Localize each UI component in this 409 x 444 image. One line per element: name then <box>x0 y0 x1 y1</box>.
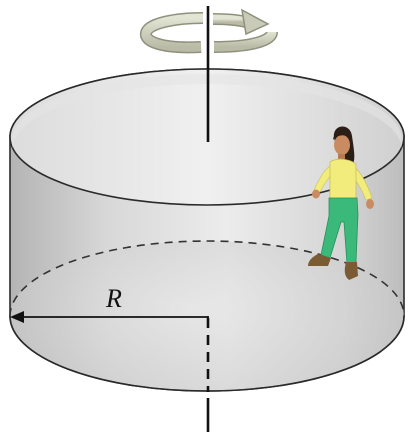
standing-person-icon <box>308 126 374 280</box>
floor-back-edge-dashed <box>9 240 405 317</box>
radius-label: R <box>106 284 122 313</box>
circular-arrow-icon <box>139 8 278 54</box>
cylinder-floor-shade <box>10 241 404 391</box>
radius-arrowhead <box>10 311 24 323</box>
